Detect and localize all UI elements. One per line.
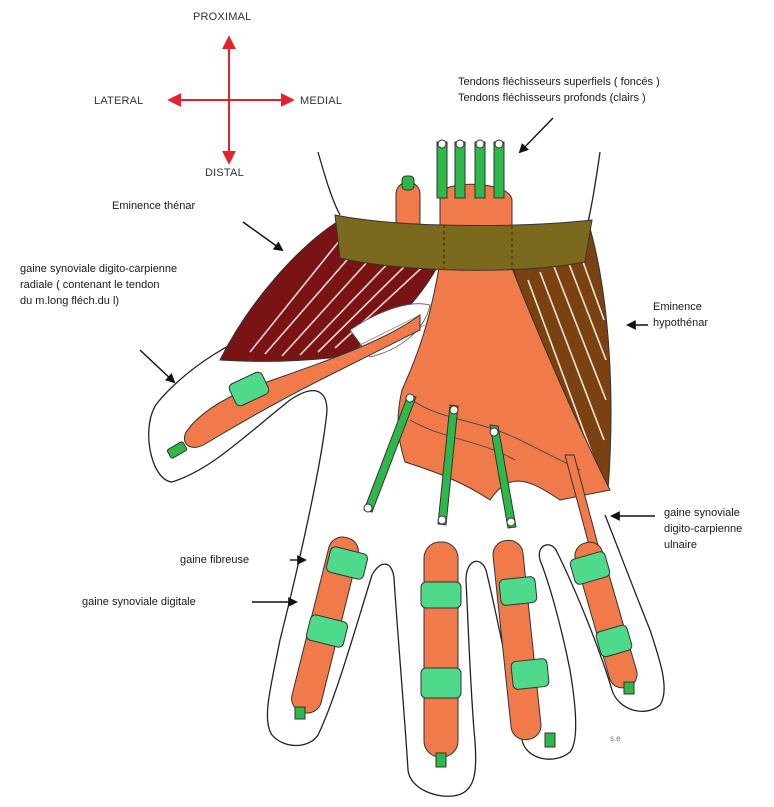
ulnar-sheath-label-line1: gaine synoviale: [664, 506, 740, 520]
tendons-superficial-label: Tendons fléchisseurs superfiels ( foncés…: [458, 75, 660, 89]
hypothenar-label-line2: hypothénar: [653, 316, 708, 330]
tendons-deep-label: Tendons fléchisseurs profonds (clairs ): [458, 91, 646, 105]
digital-sheath-ring: [421, 582, 461, 608]
proximal-label: PROXIMAL: [193, 10, 251, 24]
finger-middle: [421, 542, 461, 767]
medial-label: MEDIAL: [300, 94, 342, 108]
wrist-edge-left: [318, 152, 340, 215]
radial-sheath-label-line2: radiale ( contenant le tendon: [20, 278, 159, 292]
radial-sheath-label-line1: gaine synoviale digito-carpienne: [20, 262, 177, 276]
digital-sheath-label: gaine synoviale digitale: [82, 595, 196, 609]
thenar-pointer: [243, 222, 282, 250]
digital-sheath-ring: [511, 658, 550, 690]
hypothenar-label-line1: Eminence: [653, 300, 702, 314]
radial-sheath-label-line3: du m.long fléch.du l): [20, 294, 119, 308]
digital-sheath-ring: [421, 668, 461, 698]
signature: s.e: [610, 732, 621, 746]
ulnar-sheath-label-line3: ulnaire: [664, 538, 697, 552]
orientation-cross: [170, 38, 292, 162]
radial-sheath-pointer: [140, 350, 174, 382]
wrist-edge-right: [588, 152, 600, 222]
tendons-pointer: [520, 118, 553, 152]
ulnar-sheath-label-line2: digito-carpienne: [664, 522, 742, 536]
lateral-label: LATERAL: [94, 94, 144, 108]
fibrous-sheath-label: gaine fibreuse: [180, 553, 249, 567]
digital-sheath-ring: [499, 576, 538, 606]
thenar-label: Eminence thénar: [112, 199, 195, 213]
distal-label: DISTAL: [205, 166, 244, 180]
